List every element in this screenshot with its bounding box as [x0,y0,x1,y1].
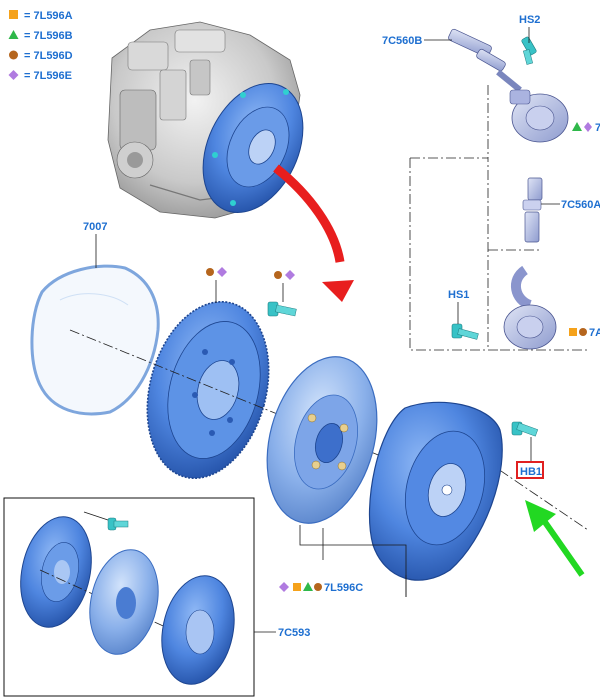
pressure-plate [368,401,503,581]
label-hs1: HS1 [448,289,469,301]
label-7007: 7007 [83,221,107,233]
legend-label: = 7L596B [24,30,73,42]
leader-line [83,511,109,521]
flywheel-bolt-parts-tag [274,270,295,280]
brown-circle-icon [274,271,282,279]
clutch-disc [266,356,378,524]
green-triangle-icon [8,30,19,39]
legend-item-7l596d: = 7L596D [9,50,73,62]
kit-flywheel [20,516,92,628]
brown-circle-icon [206,268,214,276]
kit-clutch-disc [89,549,159,655]
green-triangle-icon [303,582,313,591]
kit-box [3,497,255,697]
flywheel-parts-tag [206,267,227,277]
orange-square-icon [9,10,18,19]
legend-item-7l596b: = 7L596B [8,30,73,42]
legend-label: = 7L596A [24,10,73,22]
legend-label: = 7L596E [24,70,72,82]
hb1-highlight-box [516,461,544,479]
clutch-kit-parts-tag: 7L596C [279,582,363,594]
legend-item-7l596a: = 7L596A [9,10,73,22]
label-7c560a: 7C560A [561,199,600,211]
purple-diamond-icon [8,70,19,80]
purple-diamond-icon [584,122,592,132]
label-hb1: HB1 [520,466,542,478]
label-hs2: HS2 [519,14,540,26]
flywheel [146,300,270,480]
bolt-hs2-icon [521,36,537,65]
legend-label: = 7L596D [24,50,73,62]
kit-bracket [299,525,407,597]
brown-circle-icon [314,583,322,591]
green-arrow-icon [525,500,585,577]
label-7c593: 7C593 [278,627,310,639]
part-label: 7A [589,327,600,339]
bolt-hb1-icon [511,421,539,437]
orange-square-icon [293,583,301,591]
mounted-clutch-assembly [202,83,304,213]
dash-dot-frame [409,85,590,351]
label-7c560b: 7C560B [382,35,422,47]
part-label: 7 [595,122,600,134]
brown-circle-icon [9,50,18,60]
slave-b-parts-tag: 7 [572,122,600,134]
legend-item-7l596e: = 7L596E [8,70,72,82]
slave-a-parts-tag: 7A [569,327,600,339]
orange-square-icon [569,328,577,336]
purple-diamond-icon [285,270,295,280]
slave-cylinder-a [503,177,557,350]
kit-pressure-plate [161,575,235,685]
bolt-flywheel-icon [267,301,297,317]
red-arrow-icon [273,164,354,302]
green-triangle-icon [572,122,582,131]
label-7l596c: 7L596C [324,582,363,594]
purple-diamond-icon [217,267,227,277]
slave-cylinder-b [448,28,569,143]
kit-bolt-icon [107,517,129,531]
bolt-hs1-icon [451,323,479,340]
brown-circle-icon [579,328,587,336]
legend: = 7L596A = 7L596B = 7L596D = 7L596E [8,10,73,82]
purple-diamond-icon [279,582,289,592]
